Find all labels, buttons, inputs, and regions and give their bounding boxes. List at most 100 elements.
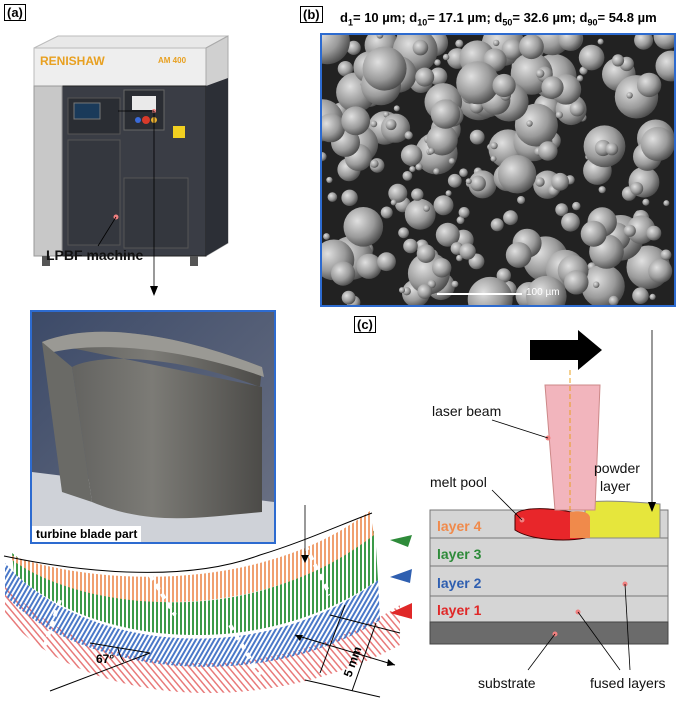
powder-particle xyxy=(337,61,354,77)
powder-particle xyxy=(496,268,511,283)
powder-particle xyxy=(456,61,500,105)
powder-particle xyxy=(412,39,429,56)
powder-particle xyxy=(377,252,396,272)
powder-particle xyxy=(555,111,563,119)
powder-particle xyxy=(505,242,532,268)
powder-particle xyxy=(551,172,569,191)
powder-particle xyxy=(429,67,448,86)
powder-particle xyxy=(456,254,463,262)
powder-particle xyxy=(630,182,644,195)
powder-particle xyxy=(426,124,458,156)
scan-angle-label: 67° xyxy=(96,652,114,666)
brand-logo: RENISHAW xyxy=(40,54,105,68)
powder-particle xyxy=(555,203,569,217)
powder-particle xyxy=(608,295,619,305)
powder-particle xyxy=(593,281,600,288)
powder-particle xyxy=(326,176,333,184)
powder-particle xyxy=(341,106,371,136)
powder-particle xyxy=(415,163,423,171)
powder-layer-label-line2: layer xyxy=(600,478,631,494)
powder-particle xyxy=(423,204,430,212)
layer-1-label: layer 1 xyxy=(437,602,482,618)
powder-particle xyxy=(343,207,384,247)
d90-value: 54.8 xyxy=(608,10,635,25)
powder-particle xyxy=(433,168,440,175)
model-label: AM 400 xyxy=(158,56,187,65)
powder-particle xyxy=(322,152,327,162)
powder-particle xyxy=(501,38,523,60)
powder-particle xyxy=(455,39,464,48)
powder-particle xyxy=(428,147,435,155)
powder-particle xyxy=(469,129,485,145)
powder-particle xyxy=(535,69,545,78)
powder-particle xyxy=(626,92,633,99)
laser-beam-label: laser beam xyxy=(432,403,502,419)
powder-particle xyxy=(653,35,674,50)
powder-particle xyxy=(517,196,526,204)
powder-particle xyxy=(497,155,537,194)
powder-particle xyxy=(514,103,558,147)
powder-particle xyxy=(370,159,379,168)
powder-particle xyxy=(655,50,674,82)
powder-particle xyxy=(380,206,393,219)
panel-c-tag: (c) xyxy=(354,316,376,333)
powder-particle xyxy=(447,173,462,188)
powder-particle xyxy=(393,105,400,112)
powder-particle xyxy=(503,210,518,226)
powder-particle xyxy=(445,190,452,197)
powder-particle xyxy=(493,39,500,47)
powder-layer-label-line1: powder xyxy=(594,460,640,476)
powder-particle xyxy=(576,75,584,82)
powder-particle xyxy=(561,212,580,232)
powder-particle xyxy=(456,216,465,225)
powder-particle xyxy=(411,188,424,201)
powder-particle xyxy=(322,35,350,65)
powder-particle xyxy=(376,35,384,39)
layer-2-label: layer 2 xyxy=(437,575,482,591)
powder-particle xyxy=(538,141,558,161)
powder-particle xyxy=(323,233,330,240)
powder-particle xyxy=(564,270,589,295)
fused-layers-label: fused layers xyxy=(590,675,666,691)
scan-strategy-diagram: 67° 5 mm xyxy=(3,505,412,698)
powder-particle xyxy=(459,243,476,260)
powder-particle xyxy=(572,201,581,211)
d50-value: 32.6 xyxy=(523,10,549,25)
powder-particle xyxy=(403,238,418,254)
powder-particle xyxy=(430,99,461,129)
sem-micrograph-frame: 100 µm xyxy=(320,33,676,307)
powder-particle xyxy=(322,113,346,143)
powder-particle xyxy=(490,142,498,150)
powder-particle xyxy=(409,166,416,173)
powder-particle xyxy=(526,275,567,305)
powder-particle xyxy=(490,218,504,232)
powder-particle xyxy=(402,171,413,181)
powder-particle xyxy=(416,244,436,263)
powder-particle xyxy=(362,46,407,91)
powder-particle xyxy=(490,155,497,162)
powder-particle xyxy=(526,120,533,127)
d1-value: 10 xyxy=(364,10,379,25)
powder-particle xyxy=(331,261,356,286)
powder-particle xyxy=(632,287,649,304)
powder-particle xyxy=(400,144,423,166)
powder-particle xyxy=(404,131,413,140)
turbine-blade-label: turbine blade part xyxy=(32,526,142,542)
powder-particle xyxy=(660,249,672,261)
powder-particle xyxy=(646,225,662,241)
lpbf-machine-label: LPBF machine xyxy=(46,247,144,263)
powder-particle xyxy=(448,158,455,165)
scale-bar-label: 100 µm xyxy=(526,287,560,298)
powder-particle xyxy=(434,59,441,66)
powder-particle xyxy=(459,168,468,177)
powder-particle xyxy=(399,287,405,294)
powder-particle xyxy=(558,35,582,51)
powder-particle xyxy=(442,53,450,61)
d10-value: 17.1 xyxy=(438,10,464,25)
powder-particle xyxy=(467,276,513,305)
panel-b-tag: (b) xyxy=(300,6,323,23)
panel-a-tag: (a) xyxy=(4,4,26,21)
powder-particle xyxy=(580,220,607,247)
powder-particle xyxy=(385,119,397,131)
powder-particle xyxy=(569,101,585,117)
